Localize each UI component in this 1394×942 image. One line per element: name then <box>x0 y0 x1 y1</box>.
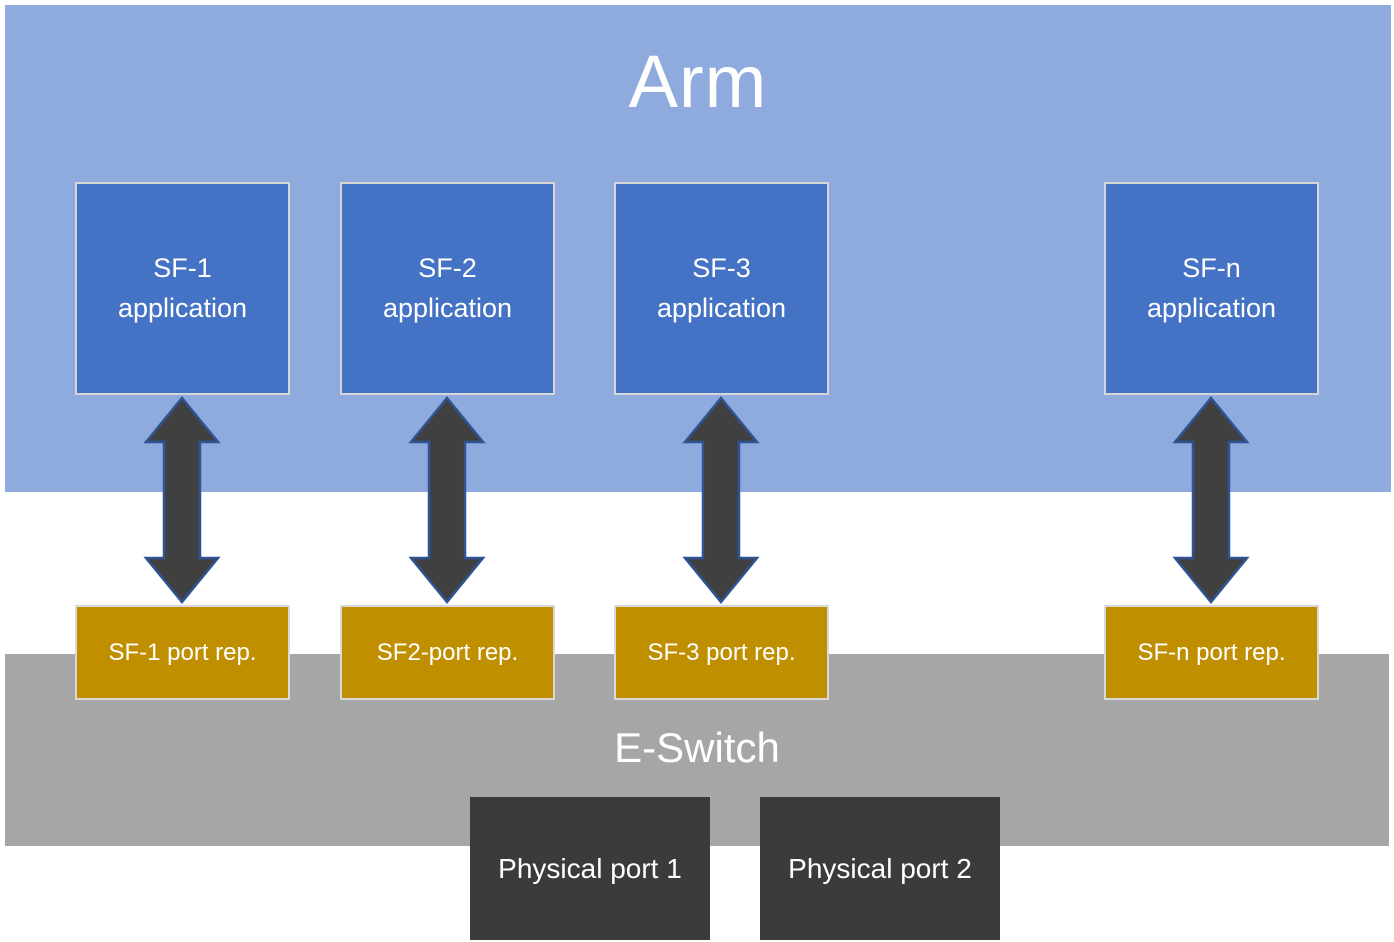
sfn-port-rep-box: SF-n port rep. <box>1104 605 1319 700</box>
sfn-port-rep-label: SF-n port rep. <box>1137 638 1286 666</box>
sfn-double-arrow-icon <box>1171 395 1251 605</box>
sf3-application-box: SF-3 application <box>614 182 829 395</box>
sf2-application-label: SF-2 application <box>382 253 513 323</box>
eswitch-label: E-Switch <box>614 724 780 771</box>
sf3-application-label: SF-3 application <box>656 253 787 323</box>
physical-port-2-box: Physical port 2 <box>760 797 1000 940</box>
sf1-port-rep-box: SF-1 port rep. <box>75 605 290 700</box>
physical-port-1-label: Physical port 1 <box>498 852 682 884</box>
physical-port-2-label: Physical port 2 <box>788 852 972 884</box>
sf2-port-rep-box: SF2-port rep. <box>340 605 555 700</box>
arm-region-title: Arm <box>628 40 768 123</box>
sf2-port-rep-label: SF2-port rep. <box>376 638 519 666</box>
sf3-port-rep-label: SF-3 port rep. <box>647 638 796 666</box>
sf1-double-arrow-icon <box>142 395 222 605</box>
sfn-application-box: SF-n application <box>1104 182 1319 395</box>
physical-port-1-box: Physical port 1 <box>470 797 710 940</box>
sf2-double-arrow-icon <box>407 395 487 605</box>
sf3-double-arrow-icon <box>681 395 761 605</box>
sfn-application-label: SF-n application <box>1146 253 1277 323</box>
sf2-application-box: SF-2 application <box>340 182 555 395</box>
sf1-application-box: SF-1 application <box>75 182 290 395</box>
sf1-application-label: SF-1 application <box>117 253 248 323</box>
sf1-port-rep-label: SF-1 port rep. <box>108 638 257 666</box>
sf3-port-rep-box: SF-3 port rep. <box>614 605 829 700</box>
